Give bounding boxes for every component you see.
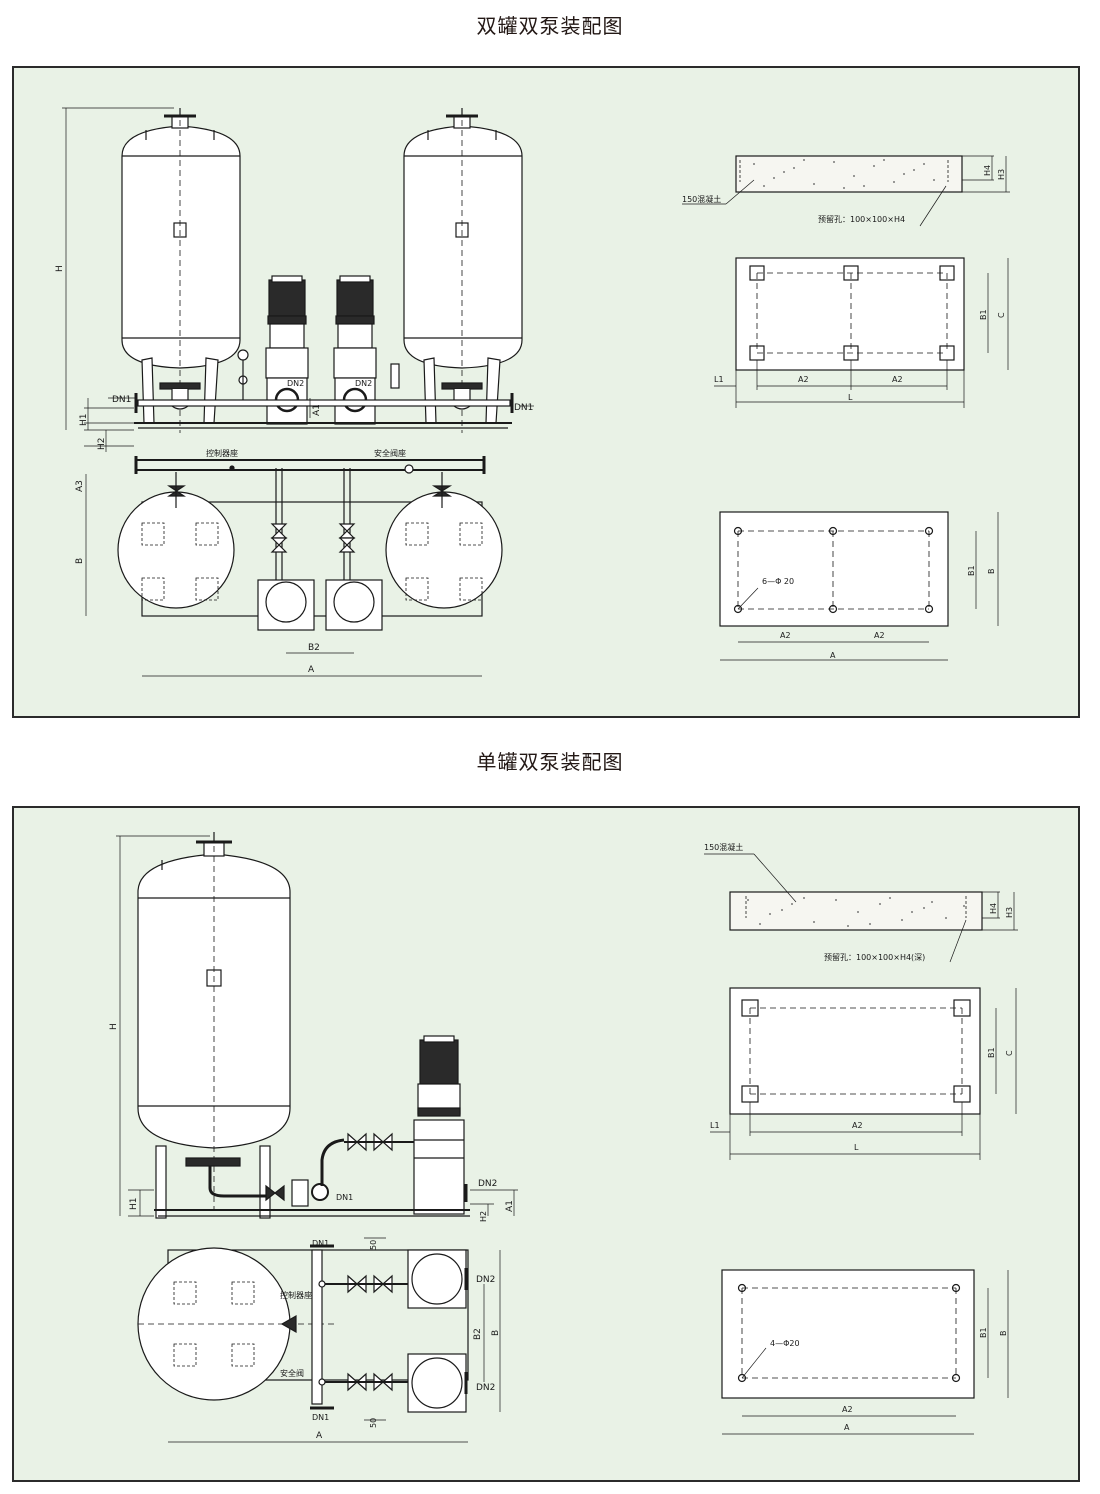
dim-b1-bolt: B1 bbox=[967, 565, 976, 576]
label-reserved-hole: 预留孔：100×100×H4 bbox=[818, 214, 905, 224]
label-concrete: 150混凝土 bbox=[682, 194, 721, 204]
dim-h3-2: H3 bbox=[1005, 907, 1014, 918]
panel1-title: 双罐双泵装配图 bbox=[476, 14, 624, 38]
left-tank-plan bbox=[117, 491, 235, 609]
dim-l-plan: L bbox=[848, 393, 853, 402]
dim-b: B bbox=[75, 558, 85, 564]
plan-view-2 bbox=[137, 1237, 501, 1443]
dim-a2-plan-2: A2 bbox=[852, 1121, 863, 1130]
label-dn2-a: DN2 bbox=[287, 379, 304, 388]
label-dn1-left: DN1 bbox=[112, 395, 131, 405]
bolt-plan-2 bbox=[721, 1269, 1009, 1435]
dim-a: A bbox=[308, 665, 315, 675]
dim-b2-2: B2 bbox=[473, 1328, 483, 1340]
left-tank bbox=[121, 108, 241, 433]
single-tank-drawing: H H1 H2 A1 DN1 DN2 bbox=[109, 832, 1018, 1443]
dim-b1-plan: B1 bbox=[979, 309, 988, 320]
single-tank-panel: H H1 H2 A1 DN1 DN2 bbox=[12, 806, 1080, 1482]
label-dn2-bottom: DN2 bbox=[476, 1383, 495, 1393]
double-tank-drawing: H H1 H2 A1 DN1 DN1 DN2 DN2 bbox=[55, 107, 1010, 677]
dim-h: H bbox=[55, 265, 65, 272]
controller-seat-icon bbox=[229, 465, 235, 471]
foundation-section bbox=[682, 155, 1010, 227]
dim-a2-right-bolt: A2 bbox=[874, 631, 885, 640]
foundation-plan bbox=[714, 257, 1009, 408]
label-reserved-hole-2: 预留孔：100×100×H4(深) bbox=[824, 952, 925, 962]
label-safety-valve: 安全阀 bbox=[280, 1368, 304, 1378]
dim-a2-left-plan: A2 bbox=[798, 375, 809, 384]
foundation-section-2 bbox=[704, 853, 1018, 963]
dim-b2: B2 bbox=[308, 643, 320, 653]
plan-view bbox=[85, 456, 503, 677]
dim-a-bolt: A bbox=[830, 651, 836, 660]
label-dn2-top: DN2 bbox=[476, 1275, 495, 1285]
dim-50-top: 50 bbox=[369, 1240, 378, 1250]
label-safety-valve-seat: 安全阀座 bbox=[374, 448, 406, 458]
dim-h3: H3 bbox=[997, 169, 1006, 180]
label-dn1-right: DN1 bbox=[514, 403, 533, 413]
label-dn1-top: DN1 bbox=[312, 1239, 329, 1248]
dim-l1-plan-2: L1 bbox=[710, 1121, 720, 1130]
dim-c-plan-2: C bbox=[1005, 1050, 1014, 1056]
dim-l-plan-2: L bbox=[854, 1143, 859, 1152]
dim-b-2: B bbox=[491, 1330, 501, 1336]
safety-valve-icon bbox=[390, 363, 400, 389]
dim-h1: H1 bbox=[79, 414, 89, 427]
label-dn2-side: DN2 bbox=[478, 1179, 497, 1189]
dim-h-2: H bbox=[109, 1023, 119, 1030]
dim-a1-2: A1 bbox=[505, 1200, 515, 1212]
dim-a1: A1 bbox=[312, 404, 322, 416]
dim-b-bolt: B bbox=[987, 569, 996, 575]
label-controller-seat: 控制器座 bbox=[206, 448, 238, 458]
label-concrete-2: 150混凝土 bbox=[704, 842, 743, 852]
dim-a2-left-bolt: A2 bbox=[780, 631, 791, 640]
dim-h2: H2 bbox=[97, 438, 107, 451]
elevation-view-2 bbox=[116, 832, 518, 1219]
dim-c-plan: C bbox=[997, 312, 1006, 318]
dim-a2-right-plan: A2 bbox=[892, 375, 903, 384]
dim-50-bottom: 50 bbox=[369, 1418, 378, 1428]
label-bolt-holes: 6—Φ 20 bbox=[762, 577, 794, 586]
double-tank-panel: H H1 H2 A1 DN1 DN1 DN2 DN2 bbox=[12, 66, 1080, 718]
dim-h1-2: H1 bbox=[129, 1198, 139, 1211]
dim-b-bolt-2: B bbox=[999, 1331, 1008, 1337]
dim-a-2: A bbox=[316, 1431, 323, 1441]
right-tank-plan bbox=[385, 491, 503, 609]
safety-valve-seat-icon bbox=[404, 464, 414, 474]
dim-b1-bolt-2: B1 bbox=[979, 1327, 988, 1338]
dim-b1-plan-2: B1 bbox=[987, 1047, 996, 1058]
dim-h4: H4 bbox=[983, 165, 992, 176]
pressure-gauge-icon bbox=[237, 349, 249, 361]
elevation-view bbox=[62, 107, 534, 452]
pump-motor bbox=[419, 1039, 459, 1085]
dim-a-bolt-2: A bbox=[844, 1423, 850, 1432]
dim-h2-2: H2 bbox=[479, 1211, 488, 1222]
label-dn2-b: DN2 bbox=[355, 379, 372, 388]
foundation-plan-2 bbox=[710, 987, 1017, 1160]
dim-h4-2: H4 bbox=[989, 903, 998, 914]
label-dn1-bottom: DN1 bbox=[312, 1413, 329, 1422]
dim-l1-plan: L1 bbox=[714, 375, 724, 384]
pump-2 bbox=[333, 275, 377, 425]
panel2-title: 单罐双泵装配图 bbox=[476, 750, 624, 774]
dim-a3: A3 bbox=[75, 480, 85, 492]
right-tank bbox=[403, 108, 523, 433]
label-controller-seat-2: 控制器座 bbox=[280, 1290, 312, 1300]
dim-a2-bolt-2: A2 bbox=[842, 1405, 853, 1414]
label-dn1-pump: DN1 bbox=[336, 1193, 353, 1202]
label-bolt-holes-2: 4—Φ20 bbox=[770, 1339, 800, 1348]
bolt-plan bbox=[719, 511, 999, 661]
